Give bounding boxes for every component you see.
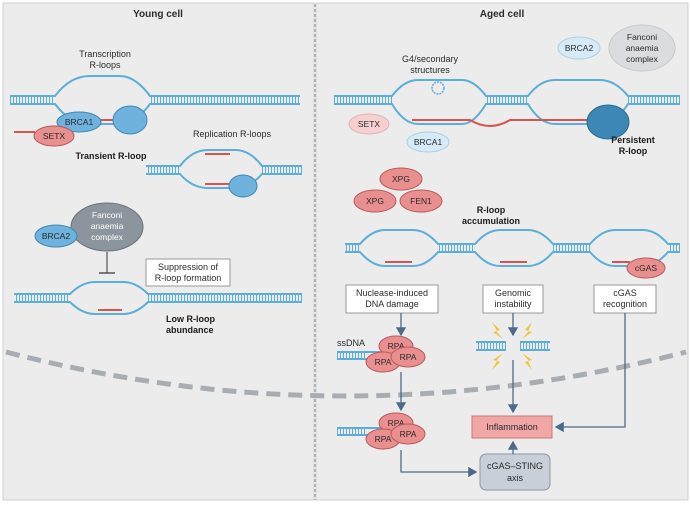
fanconi-label-young-1: Fanconi [92, 210, 122, 220]
damage-label-1: Nuclease-induced [356, 288, 428, 298]
damage-box [345, 284, 439, 314]
persistent-label-1: Persistent [611, 135, 655, 145]
arrow-rpa-sting [400, 450, 478, 478]
accumulation-label-1: R-loop [477, 205, 506, 215]
g4-label-2: structures [410, 65, 450, 75]
fanconi-label-aged-3: complex [626, 54, 658, 64]
replication-label: Replication R-loops [193, 129, 272, 139]
setx-protein-young [33, 125, 75, 147]
brca1-protein-young [56, 111, 102, 133]
brca2-protein-aged [557, 36, 601, 60]
recognition-label-2: recognition [603, 299, 647, 309]
suppression-box [145, 258, 231, 287]
inflammation-box [471, 415, 553, 439]
instability-box [482, 284, 544, 314]
brca2-label-young: BRCA2 [42, 231, 71, 241]
rpa-label-2: RPA [375, 357, 392, 367]
accumulation-label-2: accumulation [462, 216, 520, 226]
arrow-recognition-inflammation [554, 313, 626, 433]
transcription-label: Transcription [79, 49, 131, 59]
fanconi-complex-young [70, 202, 144, 252]
replication-dna [146, 149, 302, 189]
setx-protein-aged [348, 113, 390, 135]
instability-label-1: Genomic [495, 288, 532, 298]
lightning-icon-3 [492, 353, 503, 370]
rpa-label-3: RPA [400, 352, 417, 362]
rpa-label-6: RPA [400, 429, 417, 439]
suppression-label-2: R-loop formation [155, 273, 222, 283]
persistent-label-2: R-loop [619, 146, 648, 156]
fanconi-label-young-3: complex [91, 232, 123, 242]
brca2-label-aged: BRCA2 [565, 43, 594, 53]
sting-box [479, 453, 551, 491]
xpg-protein-top [379, 167, 423, 191]
xpg-label-left: XPG [366, 196, 384, 206]
rpa-protein-6 [390, 423, 426, 445]
aged-panel-title: Aged cell [480, 9, 525, 20]
setx-label-young: SETX [43, 131, 66, 141]
lightning-icon-2 [522, 322, 532, 339]
sting-label-2: axis [507, 473, 524, 483]
brca1-label-aged: BRCA1 [414, 137, 443, 147]
fanconi-complex-aged [608, 24, 676, 72]
cgas-protein [626, 257, 666, 279]
brca1-label-young: BRCA1 [65, 117, 94, 127]
cgas-label: cGAS [635, 263, 658, 273]
low-abundance-dna [14, 281, 302, 315]
rna-polymerase-young [112, 105, 148, 135]
damage-label-2: DNA damage [365, 299, 419, 309]
replisome-young [228, 174, 258, 198]
xpg-protein-left [353, 189, 397, 213]
setx-label-aged: SETX [358, 119, 381, 129]
recognition-box [593, 284, 657, 314]
nuclear-envelope [5, 349, 687, 399]
low-abundance-label-1: Low R-loop [166, 314, 215, 324]
recognition-label-1: cGAS [613, 288, 637, 298]
fanconi-label-aged-2: anaemia [626, 43, 659, 53]
young-panel-background [2, 2, 315, 501]
rna-polymerase-aged [586, 104, 630, 140]
inflammation-label: Inflammation [486, 422, 538, 432]
xpg-label-top: XPG [392, 174, 410, 184]
rpa-label-1: RPA [388, 341, 405, 351]
low-abundance-label-2: abundance [166, 325, 214, 335]
rpa-label-4: RPA [388, 418, 405, 428]
transcription-label-2: R-loops [89, 60, 121, 70]
broken-dna [476, 341, 550, 351]
lightning-icon-1 [492, 322, 503, 339]
instability-label-2: instability [494, 299, 532, 309]
rpa-label-5: RPA [375, 434, 392, 444]
suppression-label-1: Suppression of [158, 262, 219, 272]
ssdna-label: ssDNA [337, 338, 365, 348]
lightning-icon-4 [522, 353, 532, 370]
fen1-protein [399, 189, 443, 213]
fanconi-label-aged-1: Fanconi [627, 32, 657, 42]
young-panel-title: Young cell [133, 9, 183, 20]
brca1-protein-aged [406, 131, 450, 153]
fanconi-label-young-2: anaemia [91, 221, 124, 231]
sting-label-1: cGAS–STING [487, 461, 543, 471]
brca2-protein-young [34, 224, 78, 248]
rpa-protein-3 [390, 346, 426, 368]
g4-label-1: G4/secondary [402, 54, 459, 64]
fen1-label: FEN1 [410, 196, 432, 206]
transient-label: Transient R-loop [75, 151, 147, 161]
